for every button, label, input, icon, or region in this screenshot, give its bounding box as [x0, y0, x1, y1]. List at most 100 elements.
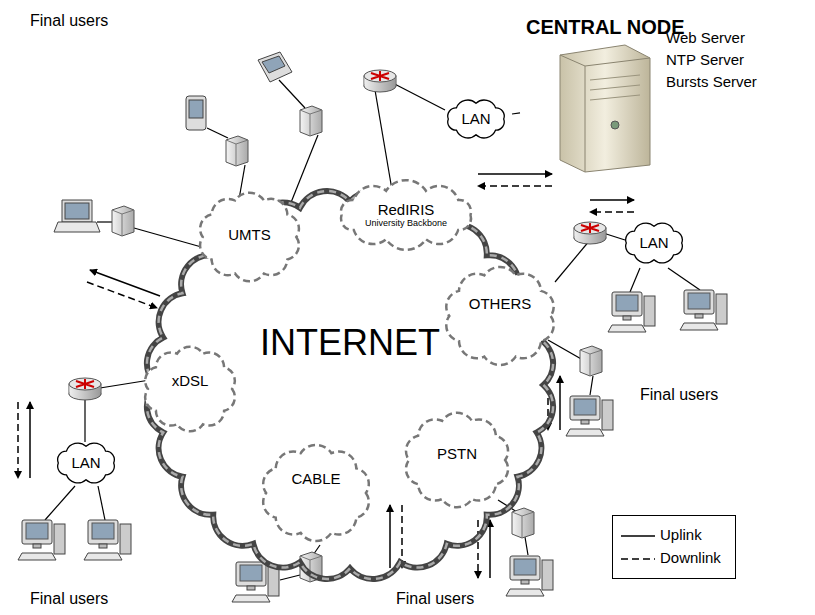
cloud-border: [626, 223, 683, 263]
mobile-device: [258, 52, 292, 82]
node-title: CENTRAL NODE: [526, 16, 685, 38]
pc-symbol: [506, 556, 553, 596]
link-wire: [555, 240, 590, 282]
mobile-device: [65, 203, 89, 219]
pc-symbol: [680, 290, 727, 330]
network-cloud: OTHERS: [438, 262, 562, 370]
modem-symbol: [112, 106, 602, 582]
router-symbol: [69, 378, 101, 400]
network-cloud: UMTS: [192, 188, 307, 286]
router-symbol: [574, 222, 606, 244]
cloud-border: [200, 193, 299, 282]
link-wire: [280, 575, 300, 580]
downlink-arrow: [401, 505, 403, 568]
server-tower: [560, 55, 650, 172]
downlink-arrow: [87, 282, 157, 308]
cloud-border: [263, 445, 369, 541]
downlink-arrow: [590, 211, 634, 213]
cloud-border: [147, 191, 553, 579]
link-wire: [668, 268, 700, 290]
pc-symbol: [608, 292, 655, 332]
legend-row: Downlink: [619, 547, 729, 570]
link-wire: [100, 380, 150, 388]
link-wire: [207, 128, 228, 138]
mobile-device: [54, 222, 100, 232]
pc-symbol: [566, 396, 613, 436]
text-stack: PSTN: [437, 446, 477, 463]
cloud-outline: [138, 342, 242, 436]
text-stack: UMTS: [228, 227, 271, 244]
text-stack: LAN: [639, 235, 668, 252]
lan-label: LAN: [71, 455, 100, 472]
modem-symbol: [580, 346, 602, 376]
cloud-border: [145, 347, 235, 432]
network-cloud: CABLE: [255, 440, 377, 546]
downlink-arrow: [18, 186, 634, 578]
cloud-border: [147, 191, 553, 579]
link-wire: [375, 90, 392, 190]
uplink-arrow: [590, 199, 634, 201]
legend-text: Downlink: [660, 550, 721, 567]
link-wire: [84, 398, 85, 442]
network-label: UMTS: [228, 227, 271, 244]
link-wire: [98, 486, 105, 520]
network-label: CABLE: [291, 471, 340, 488]
cloud-border: [446, 267, 553, 365]
lan-label: LAN: [639, 235, 668, 252]
network-label: PSTN: [437, 446, 477, 463]
link-wire: [97, 221, 112, 222]
user-group-label: Final users: [396, 590, 474, 608]
uplink-arrow: [389, 505, 391, 568]
legend-row: Uplink: [619, 524, 729, 547]
pc-symbol: [84, 520, 131, 560]
user-group-label: Final users: [640, 386, 718, 404]
mobile-device: [189, 100, 203, 118]
legend-text: Uplink: [660, 527, 702, 544]
server-tower: [560, 45, 650, 172]
user-group-label: Final users: [30, 590, 108, 608]
pc-symbol: [18, 520, 65, 560]
network-label: RedIRIS: [378, 202, 435, 219]
cloud-border: [406, 413, 508, 507]
cloud-border: [58, 443, 115, 483]
text-stack: RedIRISUniversity Backbone: [365, 202, 447, 228]
modem-symbol: [226, 136, 248, 166]
link-wire: [45, 486, 75, 520]
network-cloud: xDSL: [138, 342, 242, 436]
user-group-label: Final users: [30, 12, 108, 30]
router-symbol: [364, 70, 396, 92]
uplink-arrow: [559, 376, 561, 430]
uplink-arrow: [489, 520, 491, 578]
legend-box: UplinkDownlink: [612, 515, 736, 579]
text-stack: OTHERS: [469, 296, 532, 313]
network-label: OTHERS: [469, 296, 532, 313]
cloud-outline: [255, 440, 377, 546]
link-wire: [134, 228, 205, 248]
modem-symbol: [512, 508, 534, 538]
modem-symbol: [300, 106, 322, 136]
text-stack: xDSL: [172, 373, 209, 390]
downlink-arrow: [478, 185, 552, 187]
network-cloud: PSTN: [398, 408, 516, 512]
lan-cloud: LAN: [440, 95, 512, 143]
server-role: Web Server: [666, 30, 745, 47]
uplink-arrow: [29, 402, 31, 478]
link-wire: [525, 537, 528, 555]
lan-label: LAN: [461, 111, 490, 128]
legend-line: [621, 558, 655, 560]
network-label: xDSL: [172, 373, 209, 390]
legend-sample: [619, 554, 657, 564]
server-tower: [611, 121, 619, 129]
text-stack: LAN: [71, 455, 100, 472]
network-label: INTERNET: [260, 323, 440, 363]
server-tower: [590, 75, 640, 100]
lan-cloud: LAN: [618, 218, 690, 268]
mobile-device: [262, 56, 285, 73]
uplink-arrow: [90, 270, 160, 296]
central-node: CENTRAL NODEWeb ServerNTP ServerBursts S…: [520, 8, 808, 178]
downlink-arrow: [17, 402, 19, 478]
server-role: Bursts Server: [666, 74, 757, 91]
network-subtitle: University Backbone: [365, 218, 447, 228]
text-stack: LAN: [461, 111, 490, 128]
lan-cloud: LAN: [50, 438, 122, 488]
